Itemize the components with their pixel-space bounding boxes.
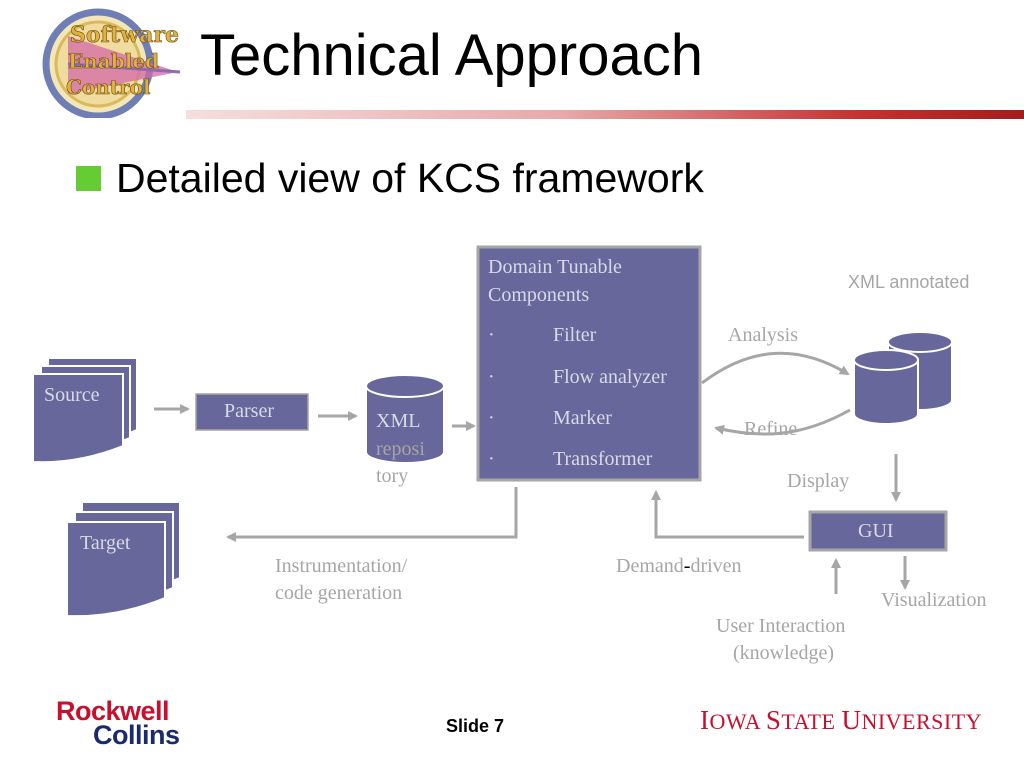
parser-box (195, 393, 309, 431)
sec-logo: Software Enabled Control (28, 6, 188, 120)
dtc-item-transformer: Transformer (553, 448, 653, 470)
xml-annotated-cylinders (853, 331, 953, 425)
title-rule (186, 110, 1024, 119)
xml-repo-label-1: XML (376, 410, 421, 432)
gui-box (808, 510, 948, 552)
bullet-square-icon (76, 166, 101, 191)
user-interaction-label-2: (knowledge) (733, 642, 835, 664)
source-document-stack (32, 357, 138, 464)
arrow-instrumentation (226, 487, 518, 542)
iowa-state-logo: IOWA STATE UNIVERSITY (700, 705, 983, 735)
dtc-item-flow-analyzer: Flow analyzer (553, 366, 667, 388)
visualization-label: Visualization (881, 589, 987, 611)
instrumentation-label-1: Instrumentation/ (275, 555, 408, 577)
demand-driven-label: Demand-driven (616, 555, 742, 578)
dtc-item-marker: Marker (553, 407, 612, 429)
target-label: Target (80, 532, 131, 554)
arrow-analysis (701, 351, 850, 385)
svg-text:Software: Software (70, 22, 179, 48)
user-interaction-label-1: User Interaction (716, 615, 846, 637)
arrow-refine (714, 408, 851, 436)
dtc-item-filter: Filter (553, 324, 597, 346)
dtc-bullet-2: · (488, 366, 495, 388)
demand-dash: - (683, 555, 691, 577)
refine-label: Refine (744, 418, 798, 440)
display-label: Display (787, 470, 850, 492)
xml-annotated-label: XML annotated (848, 272, 970, 292)
driven-word: driven (690, 555, 742, 577)
source-label: Source (44, 384, 100, 406)
domain-tunable-components-box (476, 245, 702, 482)
svg-text:Enabled: Enabled (68, 49, 159, 73)
slide-number: Slide 7 (446, 716, 505, 736)
dtc-bullet-3: · (488, 407, 495, 429)
bullet-text: Detailed view of KCS framework (116, 155, 704, 201)
rockwell-logo-line2: Collins (93, 720, 180, 750)
instrumentation-label-2: code generation (275, 582, 403, 604)
dtc-bullet-4: · (488, 448, 495, 470)
demand-word: Demand (616, 555, 684, 577)
dtc-title-2: Components (488, 284, 590, 306)
slide-title: Technical Approach (200, 23, 703, 88)
sec-logo-graphic: Software Enabled Control (42, 8, 181, 120)
svg-text:Control: Control (66, 75, 151, 99)
dtc-bullet-1: · (488, 324, 495, 346)
rockwell-logo-line1: Rockwell (56, 696, 170, 726)
xml-repository-cylinder (365, 374, 445, 464)
xml-repo-label-2: reposi (376, 438, 425, 460)
xml-repo-label-3: tory (376, 465, 409, 487)
target-document-stack (66, 501, 181, 618)
gui-label: GUI (858, 520, 894, 542)
analysis-label: Analysis (728, 324, 798, 346)
dtc-title-1: Domain Tunable (488, 256, 622, 278)
arrow-demand-driven (651, 490, 804, 539)
parser-label: Parser (224, 400, 274, 422)
